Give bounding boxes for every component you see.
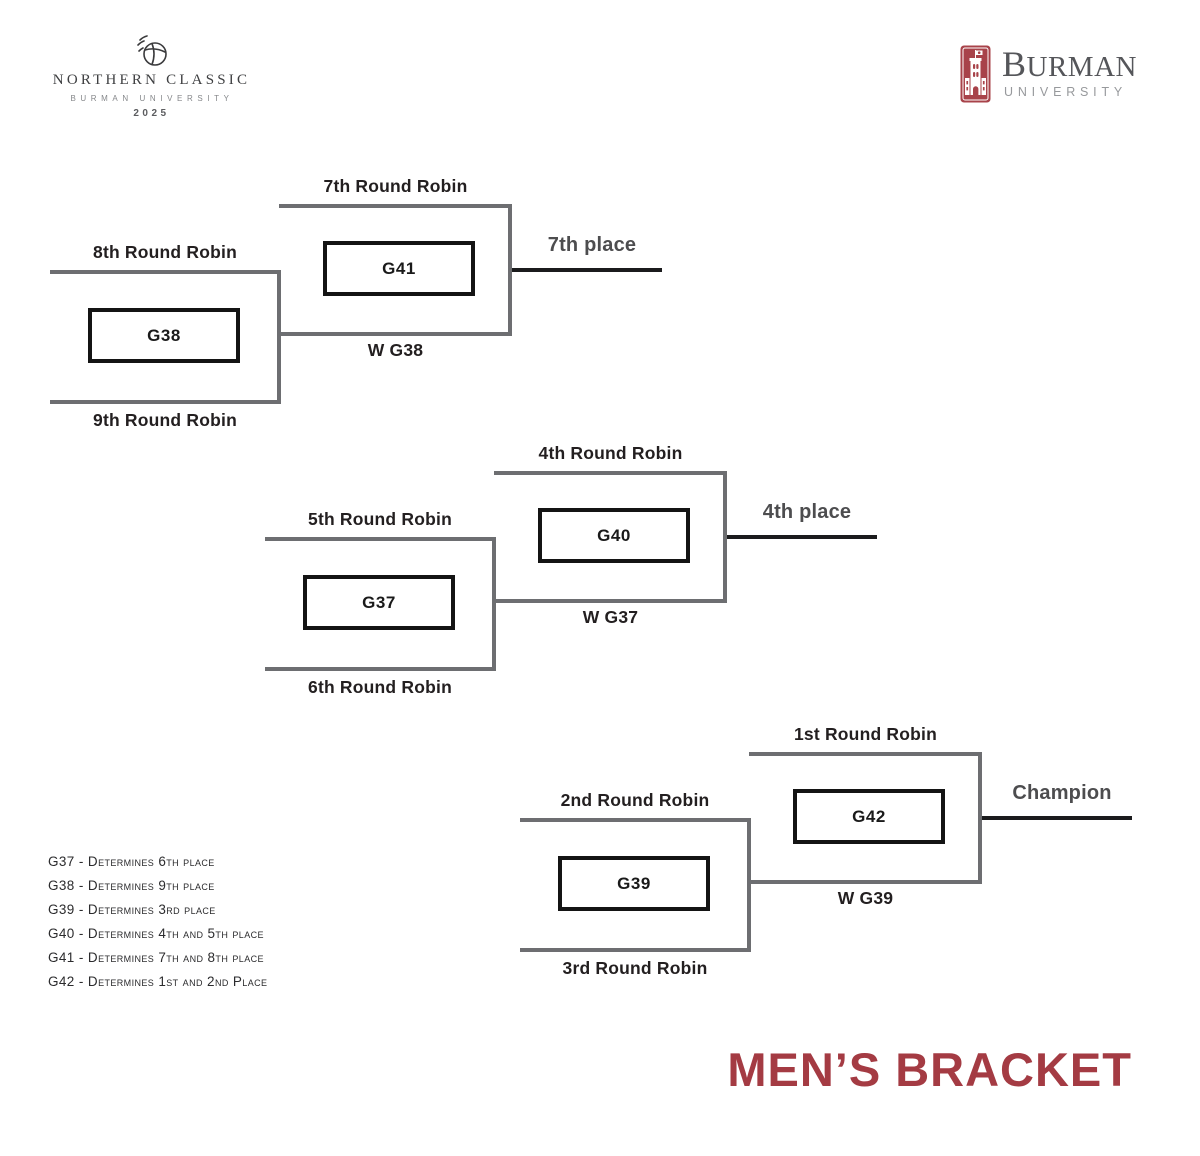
semi-top-line [265,537,496,541]
connector-line [277,332,512,336]
semi-bottom-line [520,948,751,952]
semi-top-label: 2nd Round Robin [560,790,710,810]
legend-item-g41: G41 - Determines 7th and 8th place [48,950,264,965]
game-box-g39: G39 [558,856,710,911]
semi-bottom-line [50,400,281,404]
event-title: NORTHERN CLASSIC [52,72,251,88]
final-top-label: 7th Round Robin [323,176,468,196]
legend-item-g42: G42 - Determines 1st and 2nd Place [48,974,268,989]
semi-top-line [50,270,281,274]
final-vertical-line [508,204,512,336]
result-label: 7th place [547,234,637,256]
tower-icon [960,45,991,103]
final-bottom-label: W G39 [837,888,894,908]
legend: G37 - Determines 6th place G38 - Determi… [48,850,267,994]
game-box-g40: G40 [538,508,690,563]
final-top-line [494,471,727,475]
final-vertical-line [978,752,982,884]
semi-vertical-line [277,270,281,404]
fourth-place-bracket: 4th Round Robin 5th Round Robin 6th Roun… [265,443,880,711]
event-subtitle: BURMAN UNIVERSITY [70,94,234,103]
semi-bottom-label: 9th Round Robin [93,410,237,430]
final-top-line [749,752,982,756]
seventh-place-bracket: 7th Round Robin 8th Round Robin 9th Roun… [50,176,665,444]
result-line [512,268,662,272]
event-logo: NORTHERN CLASSIC BURMAN UNIVERSITY 2025 [38,34,262,119]
champion-bracket: 1st Round Robin 2nd Round Robin 3rd Roun… [520,724,1135,992]
page-title: MEN’S BRACKET [727,1043,1132,1096]
semi-bottom-label: 6th Round Robin [308,677,452,697]
result-label: 4th place [762,501,852,523]
legend-item-g38: G38 - Determines 9th place [48,878,215,893]
final-bottom-label: W G37 [582,607,639,627]
final-top-line [279,204,512,208]
semi-vertical-line [747,818,751,952]
result-line [727,535,877,539]
result-line [982,816,1132,820]
game-box-g38: G38 [88,308,240,363]
legend-item-g39: G39 - Determines 3rd place [48,902,216,917]
game-box-g37: G37 [303,575,455,630]
university-logo: BURMAN UNIVERSITY [960,45,1137,103]
semi-bottom-label: 3rd Round Robin [562,958,708,978]
final-top-label: 4th Round Robin [538,443,683,463]
semi-top-label: 5th Round Robin [308,509,452,529]
legend-item-g40: G40 - Determines 4th and 5th place [48,926,264,941]
final-top-label: 1st Round Robin [794,724,937,744]
event-year: 2025 [133,108,170,119]
connector-line [747,880,982,884]
volleyball-icon [137,35,167,66]
semi-bottom-line [265,667,496,671]
semi-top-line [520,818,751,822]
connector-line [492,599,727,603]
legend-item-g37: G37 - Determines 6th place [48,854,215,869]
game-box-g42: G42 [793,789,945,844]
semi-top-label: 8th Round Robin [93,242,237,262]
final-vertical-line [723,471,727,603]
university-subname: UNIVERSITY [1004,85,1128,99]
university-name: BURMAN [1002,44,1137,84]
game-box-g41: G41 [323,241,475,296]
semi-vertical-line [492,537,496,671]
result-label: Champion [1012,782,1112,804]
final-bottom-label: W G38 [367,340,424,360]
